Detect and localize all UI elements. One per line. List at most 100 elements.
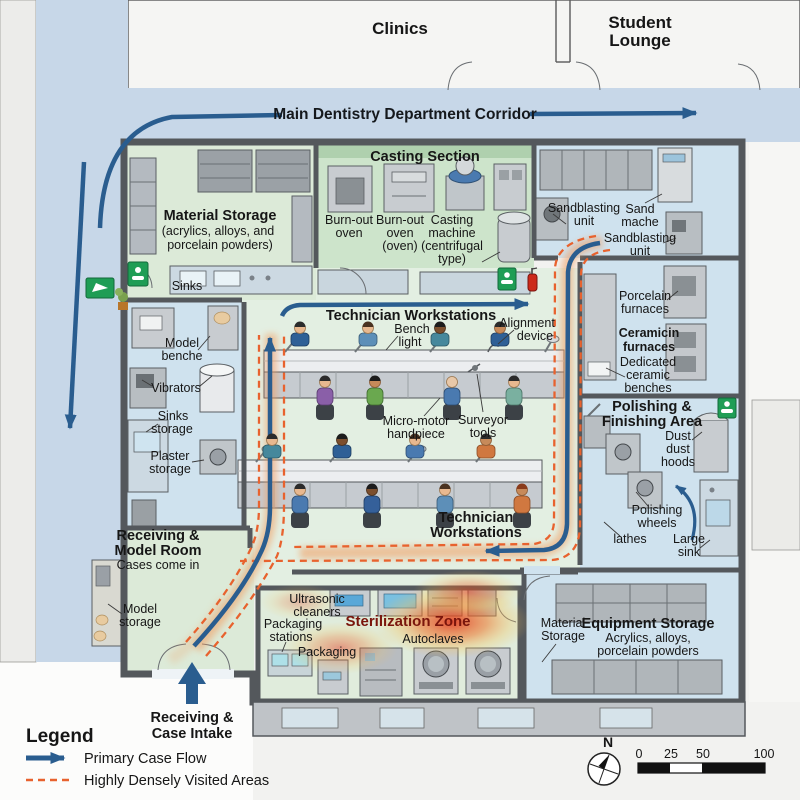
dedicated-benches-label: Dedicated (620, 355, 676, 369)
packaging-stations-label: Packaging (264, 617, 322, 631)
internal-flow-down-left (484, 240, 601, 557)
sandblasting-unit-2 (665, 211, 703, 255)
scale-tick: 25 (664, 747, 678, 761)
technician-workstations-title-2: Technician (439, 510, 514, 526)
eyewash-sign-icon (497, 267, 517, 291)
equipment-storage-furniture (551, 583, 723, 695)
sand-machine-label: Sand (625, 202, 654, 216)
dust-hoods-label: dust (666, 442, 690, 456)
technician-person (316, 375, 334, 420)
model-benches-label: benche (161, 349, 202, 363)
surveyor-tool-item (467, 363, 481, 373)
sinks-label: Sinks (172, 279, 203, 293)
labels: Clinics Student Lounge Main Dentistry De… (115, 13, 715, 742)
north-needle-icon (598, 755, 609, 769)
student-lounge-label: Lounge (609, 31, 670, 50)
large-sink-label: sink (678, 545, 701, 559)
technicians (262, 321, 531, 528)
packaging-stations-label: stations (269, 630, 312, 644)
polishing-wheels-label: Polishing (632, 503, 683, 517)
fire-extinguisher-icon (527, 267, 538, 292)
technician-workstations-title: Technician Workstations (326, 308, 496, 324)
eyewash-sign-icon (717, 397, 737, 419)
autoclaves-label: Autoclaves (402, 632, 463, 646)
sterilization-zone-title: Sterilization Zone (345, 613, 470, 630)
plant-decoration (115, 288, 128, 310)
left-corridor-flow-arrow (64, 161, 87, 430)
scale-tick: 50 (696, 747, 710, 761)
material-storage-title: Material Storage (164, 208, 277, 224)
sandblasting-unit-2-label: unit (630, 244, 651, 258)
material-storage-small-label: Material (541, 616, 585, 630)
burnout-oven-label: oven (335, 226, 362, 240)
sand-machine-label: mache (621, 215, 659, 229)
model-storage-label: storage (119, 615, 161, 629)
safety-signs (85, 261, 737, 419)
polishing-wheels-label: wheels (637, 516, 677, 530)
dust-hoods-label: hoods (661, 455, 695, 469)
receiving-room-title: Receiving & (117, 528, 201, 544)
burnout-oven-2-label: oven (386, 226, 413, 240)
ultrasonic-cleaners-label: Ultrasonic (289, 592, 345, 606)
technician-person (476, 433, 496, 459)
equipment-storage-subtitle: porcelain powders (597, 644, 698, 658)
technician-person (513, 483, 531, 528)
micro-motor-label: Micro-motor (383, 414, 450, 428)
technician-person (332, 433, 352, 459)
polishing-area-title: Polishing & (612, 399, 692, 415)
sandblasting-unit-2-label: Sandblasting (604, 231, 676, 245)
technician-workstations-title-2: Workstations (430, 525, 522, 541)
casting-machine-label: type) (438, 252, 466, 266)
ceramicin-furnaces-label: furnaces (623, 340, 675, 354)
packaging-label: Packaging (298, 645, 356, 659)
technician-person (490, 321, 510, 347)
vibrator-cylinder (199, 363, 235, 413)
dense-path-dash (205, 335, 286, 657)
bench-light-label: Bench (394, 322, 429, 336)
lathes-label: lathes (613, 532, 646, 546)
material-storage-small-label: Storage (541, 629, 585, 643)
technician-person (505, 375, 523, 420)
intake-arrow (178, 662, 206, 704)
technician-person (430, 321, 450, 347)
ultrasonic-cleaners-label: cleaners (293, 605, 340, 619)
legend: Legend Primary Case Flow Highly Densely … (26, 726, 269, 789)
equipment-storage-subtitle: Acrylics, alloys, (605, 631, 690, 645)
sandblasting-unit-label: Sandblasting (548, 201, 620, 215)
casting-machine (445, 156, 485, 211)
large-sink-label: Large (673, 532, 705, 546)
eyewash-sign-icon (127, 261, 149, 287)
building-facade (252, 701, 746, 737)
scale-tick: 100 (754, 747, 775, 761)
legend-primary-flow-label: Primary Case Flow (84, 751, 207, 767)
porcelain-furnaces-label: furnaces (621, 302, 669, 316)
technician-person (436, 483, 454, 528)
polishing-equipment (583, 403, 739, 557)
model-room-furniture (127, 305, 239, 531)
scale-bar: 0 25 50 100 (636, 747, 775, 774)
door-arc (737, 63, 761, 91)
material-storage-furniture (129, 149, 313, 295)
sinks-storage-label: Sinks (158, 409, 189, 423)
receiving-intake-label: Case Intake (152, 726, 233, 742)
receiving-room-furniture (91, 559, 125, 647)
alignment-device-label: device (517, 329, 553, 343)
door-arc (447, 61, 473, 91)
cases-come-in-label: Cases come in (117, 558, 200, 572)
scale-tick: 0 (636, 747, 643, 761)
technician-person (443, 376, 461, 420)
north-label: N (603, 734, 613, 750)
burnout-oven-label: Burn-out (325, 213, 373, 227)
sterilization-heatmap (260, 570, 530, 674)
casting-section-title: Casting Section (370, 149, 480, 165)
equipment-storage-title: Equipment Storage (582, 616, 715, 632)
upper-rooms-block (127, 0, 800, 91)
exit-sign-icon (85, 277, 115, 299)
material-storage-subtitle: (acrylics, alloys, and (162, 224, 275, 238)
sinks-storage-label: storage (151, 422, 193, 436)
centrifuge-unit (497, 211, 531, 263)
micro-motor-label: handpiece (387, 427, 445, 441)
casting-machine-label: Casting (431, 213, 473, 227)
